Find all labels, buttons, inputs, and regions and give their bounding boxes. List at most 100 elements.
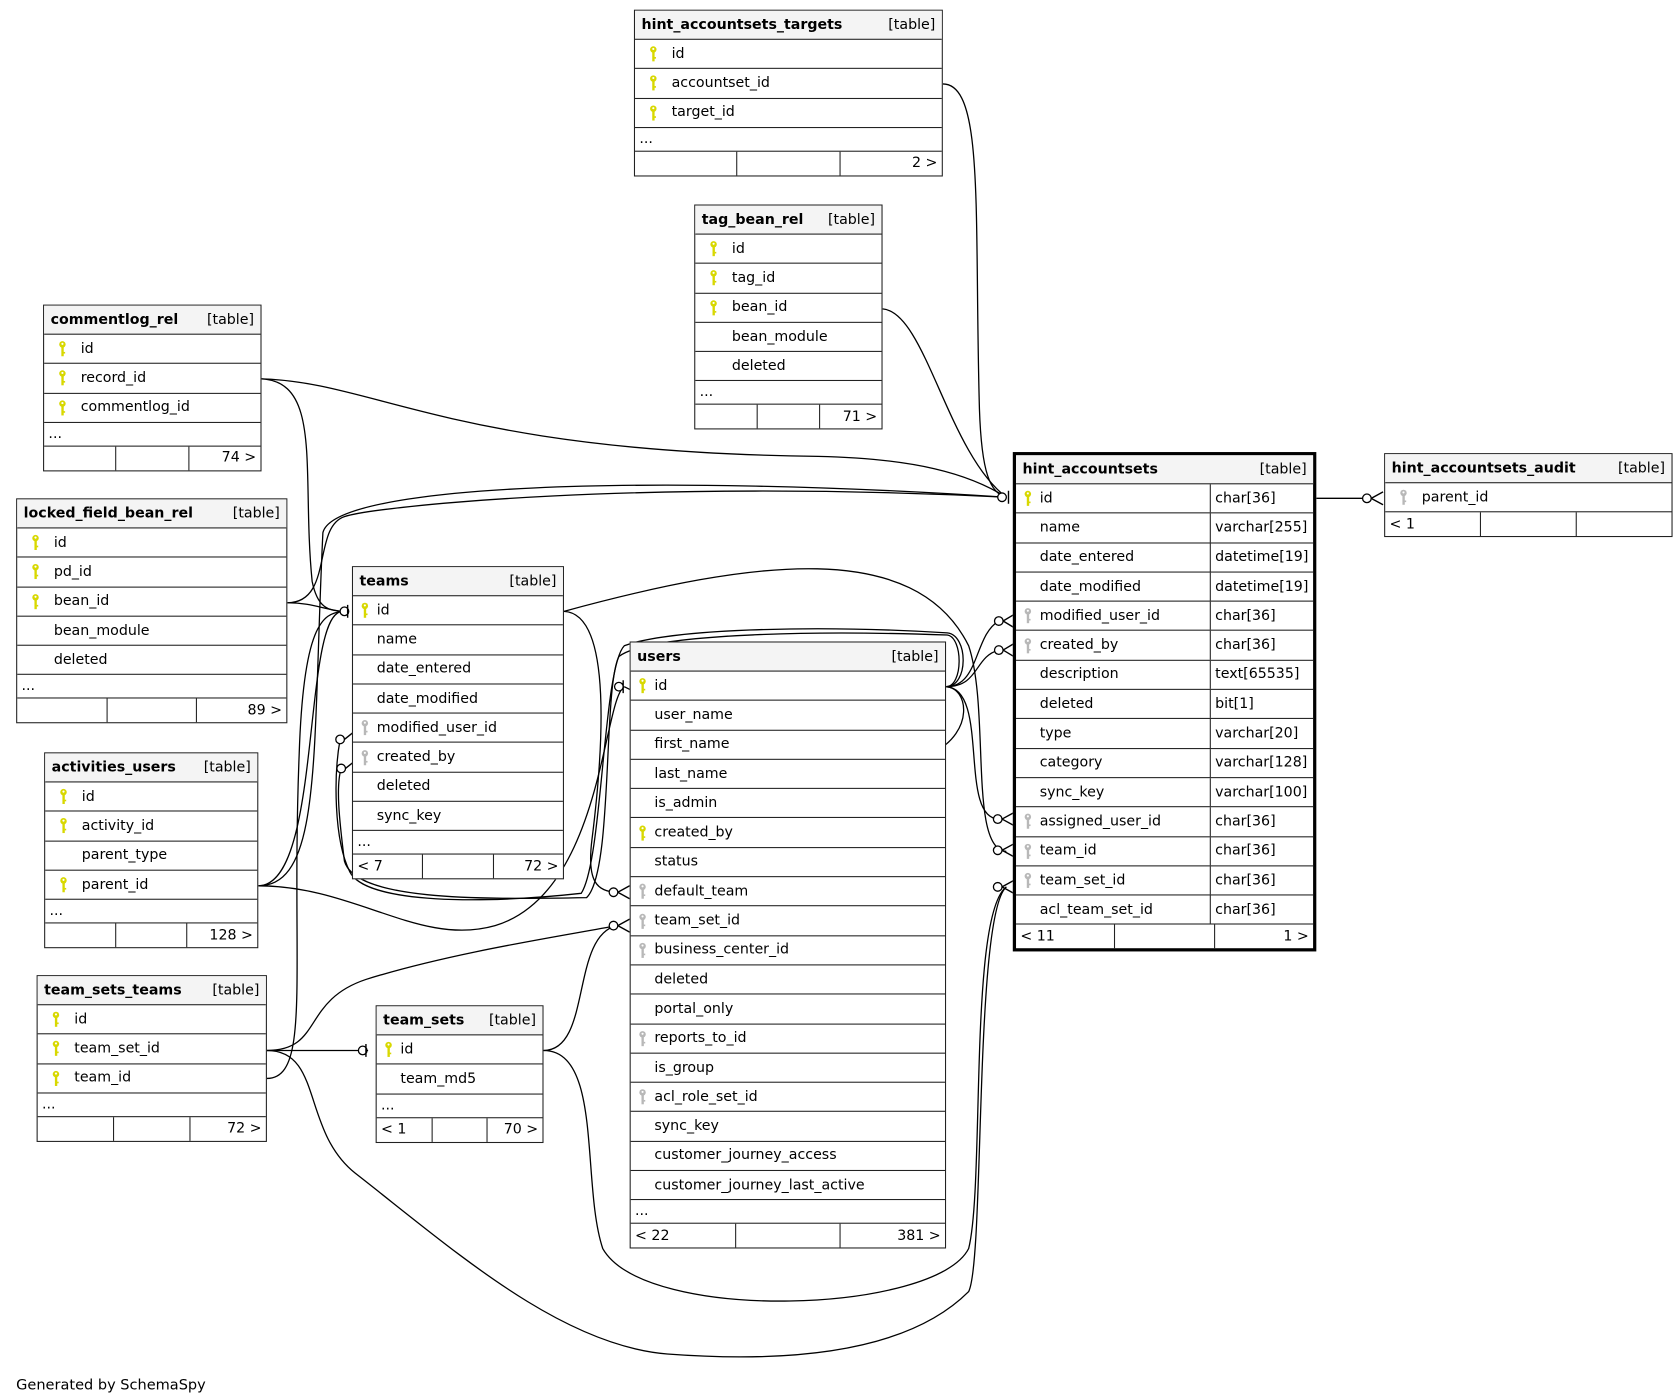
table-name[interactable]: commentlog_rel [50, 311, 179, 328]
column-row[interactable]: name [353, 626, 563, 656]
table-name[interactable]: hint_accountsets_targets [641, 16, 843, 33]
table-header[interactable]: teams[table] [353, 567, 563, 597]
column-row[interactable]: parent_type [45, 841, 258, 871]
table-name[interactable]: team_sets [383, 1012, 465, 1029]
column-row[interactable]: team_set_id [630, 907, 945, 937]
child-count-link[interactable]: 1 > [1213, 925, 1313, 949]
column-row[interactable]: id [45, 782, 258, 812]
column-row[interactable]: activity_id [45, 812, 258, 842]
column-row[interactable]: bean_id [695, 293, 882, 323]
child-count-link[interactable]: 89 > [196, 699, 286, 723]
column-row[interactable]: id [37, 1005, 266, 1035]
column-row[interactable]: last_name [630, 760, 945, 790]
table-header[interactable]: users[table] [630, 642, 945, 672]
column-row[interactable]: team_id [37, 1064, 266, 1094]
table-header[interactable]: team_sets_teams[table] [37, 976, 266, 1006]
column-row[interactable]: parent_id [45, 871, 258, 900]
table-name[interactable]: hint_accountsets [1022, 461, 1158, 478]
column-row[interactable]: commentlog_id [44, 393, 261, 423]
column-row[interactable]: user_name [630, 701, 945, 731]
child-count-link[interactable]: 2 > [839, 151, 942, 176]
parent-count-link[interactable]: < 1 [381, 1121, 407, 1138]
parent-count-link[interactable] [44, 447, 115, 471]
column-row[interactable]: deleted [695, 352, 882, 382]
column-row[interactable]: created_by [353, 743, 563, 773]
table-header[interactable]: commentlog_rel[table] [44, 305, 261, 335]
parent-count-link[interactable] [635, 152, 737, 176]
column-row[interactable]: deleted [17, 646, 287, 676]
table-header[interactable]: hint_accountsets_targets[table] [635, 10, 942, 40]
column-row[interactable]: bean_module [695, 323, 882, 353]
child-count-link[interactable]: 72 > [492, 854, 563, 879]
column-row[interactable]: created_by [630, 819, 945, 848]
column-row[interactable]: bean_id [17, 587, 287, 617]
column-row[interactable]: id [353, 596, 563, 626]
table-header[interactable]: activities_users[table] [45, 753, 258, 783]
column-row[interactable]: is_admin [630, 789, 945, 819]
parent-count-link[interactable]: < 1 [1389, 516, 1415, 533]
table-name[interactable]: activities_users [51, 759, 176, 776]
column-row[interactable]: id [44, 335, 261, 365]
table-name[interactable]: team_sets_teams [44, 982, 182, 999]
column-row[interactable]: target_id [635, 99, 942, 128]
child-count-link[interactable]: 381 > [839, 1224, 945, 1248]
column-row[interactable]: tag_id [695, 264, 882, 294]
column-row[interactable]: pd_id [17, 558, 287, 588]
table-name[interactable]: hint_accountsets_audit [1391, 460, 1576, 477]
column-row[interactable]: customer_journey_last_active [630, 1171, 945, 1201]
parent-count-link[interactable] [695, 405, 756, 429]
column-row[interactable]: date_entered [353, 655, 563, 685]
table-header[interactable]: locked_field_bean_rel[table] [17, 499, 287, 529]
child-count-link[interactable]: 72 > [189, 1117, 265, 1141]
parent-count-link[interactable] [17, 699, 106, 723]
table-name[interactable]: users [637, 648, 681, 665]
table-header[interactable]: hint_accountsets[table] [1016, 455, 1314, 485]
column-row[interactable]: record_id [44, 364, 261, 394]
parent-count-link[interactable]: < 22 [635, 1227, 670, 1245]
parent-count-link[interactable] [38, 1117, 113, 1141]
column-row[interactable]: reports_to_id [630, 1024, 945, 1054]
table-hint-accountsets-audit[interactable]: hint_accountsets_audit[table]parent_id< … [1384, 453, 1673, 538]
column-row[interactable]: bean_module [17, 617, 287, 646]
parent-count-link[interactable] [45, 924, 115, 948]
column-row[interactable]: first_name [630, 730, 945, 760]
column-row[interactable]: team_md5 [376, 1065, 543, 1095]
column-row[interactable]: modified_user_id [353, 714, 563, 744]
column-row[interactable]: deleted [353, 773, 563, 802]
column-row[interactable]: is_group [630, 1054, 945, 1083]
column-row[interactable]: id [695, 235, 882, 265]
parent-count-link[interactable]: < 7 [357, 858, 383, 875]
child-count-link[interactable] [1575, 512, 1672, 537]
column-row[interactable]: sync_key [630, 1112, 945, 1142]
column-row[interactable]: acl_role_set_id [630, 1083, 945, 1113]
column-row[interactable]: portal_only [630, 995, 945, 1025]
column-row[interactable]: business_center_id [630, 936, 945, 966]
child-count-link[interactable]: 128 > [186, 923, 257, 948]
table-header[interactable]: hint_accountsets_audit[table] [1385, 454, 1672, 484]
table-name[interactable]: locked_field_bean_rel [23, 505, 193, 522]
column-row[interactable]: id [635, 40, 942, 70]
column-row[interactable]: default_team [630, 877, 945, 907]
column-row[interactable]: status [630, 848, 945, 878]
column-row[interactable]: customer_journey_access [630, 1142, 945, 1172]
child-count-link[interactable]: 74 > [187, 446, 260, 471]
